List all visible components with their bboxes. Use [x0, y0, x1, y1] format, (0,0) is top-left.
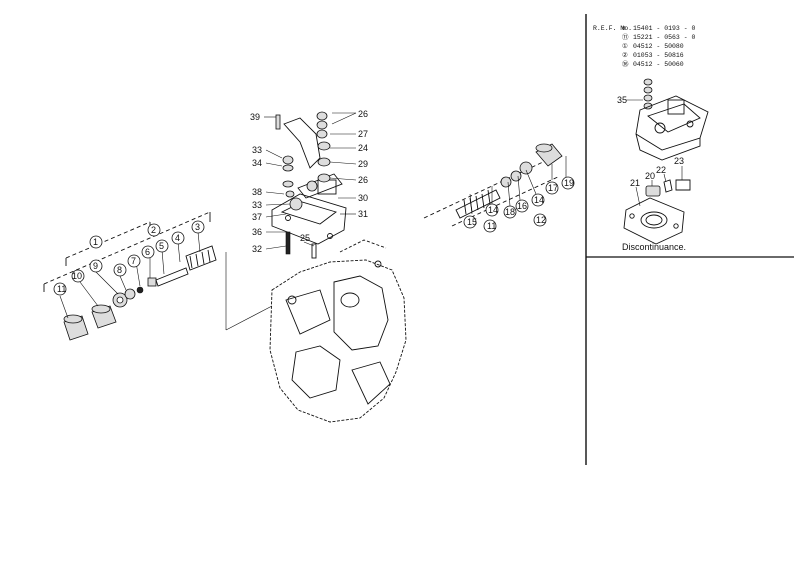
right-callout-circles — [463, 176, 575, 233]
callout-8: 8 — [117, 265, 122, 275]
callout-23: 23 — [674, 156, 684, 166]
ref-number-block: R.E.F. No. ⊗ 15401 - 0193 - 0 ⑪ 15221 - … — [593, 25, 696, 68]
callout-32: 32 — [252, 244, 262, 254]
callout-17: 17 — [548, 183, 558, 193]
callout-27: 27 — [358, 129, 368, 139]
callout-19: 19 — [564, 178, 574, 188]
callout-2: 2 — [151, 225, 156, 235]
callout-10: 10 — [72, 271, 82, 281]
callout-16: 16 — [517, 201, 527, 211]
callout-31: 31 — [358, 209, 368, 219]
engine-block — [225, 239, 407, 423]
left-leaders — [59, 231, 201, 319]
left-callout-circles — [53, 220, 205, 296]
callout-12: 12 — [536, 215, 546, 225]
callout-4: 4 — [175, 233, 180, 243]
callout-18: 18 — [505, 207, 515, 217]
callout-3: 3 — [195, 222, 200, 232]
left-spring-assembly — [43, 211, 217, 341]
ref-code-1: 15401 - 0193 - 0 — [633, 25, 696, 32]
callout-11b: 11 — [487, 221, 496, 231]
ref-code-2: 15221 - 0563 - 0 — [633, 34, 696, 41]
callout-22: 22 — [656, 165, 666, 175]
inset-cover-assembly: 35 — [617, 78, 709, 161]
right-leaders — [469, 156, 567, 215]
ref-code-4: 01053 - 50816 — [633, 52, 684, 59]
callout-9: 9 — [93, 261, 98, 271]
callout-14b: 14 — [534, 195, 544, 205]
callout-24: 24 — [358, 143, 368, 153]
callout-5: 5 — [159, 241, 164, 251]
ref-code-5: 04512 - 50060 — [633, 61, 684, 68]
governor-cover-assembly — [271, 111, 347, 259]
callout-25: 25 — [300, 233, 310, 243]
ref-mark-4: ② — [622, 51, 628, 59]
callout-38: 38 — [252, 187, 262, 197]
callout-33b: 33 — [252, 200, 262, 210]
right-spring-assembly — [423, 143, 563, 227]
callout-20: 20 — [645, 171, 655, 181]
callout-36: 36 — [252, 227, 262, 237]
ref-mark-3: ① — [622, 42, 628, 50]
ref-mark-2: ⑪ — [622, 33, 629, 41]
callout-21: 21 — [630, 178, 640, 188]
callout-14: 14 — [488, 205, 498, 215]
callout-39: 39 — [250, 112, 260, 122]
discontinuance-label: Discontinuance. — [622, 242, 686, 252]
callout-30: 30 — [358, 193, 368, 203]
callout-35: 35 — [617, 95, 627, 105]
callout-29: 29 — [358, 159, 368, 169]
ref-code-3: 04512 - 50080 — [633, 43, 684, 50]
callout-26b: 26 — [358, 175, 368, 185]
center-leaders — [264, 112, 357, 250]
callout-26: 26 — [358, 109, 368, 119]
callout-15: 15 — [467, 217, 477, 227]
ref-title: R.E.F. No. — [593, 25, 632, 32]
callout-34: 34 — [252, 158, 262, 168]
ref-mark-1: ⊗ — [622, 25, 626, 32]
callout-33: 33 — [252, 145, 262, 155]
callout-6: 6 — [145, 247, 150, 257]
ref-mark-5: ㊱ — [622, 60, 629, 68]
callout-11: 11 — [57, 284, 66, 294]
inset-flange: 23 22 20 21 — [623, 156, 691, 245]
callout-37: 37 — [252, 212, 262, 222]
callout-1: 1 — [93, 237, 98, 247]
callout-7: 7 — [131, 256, 136, 266]
